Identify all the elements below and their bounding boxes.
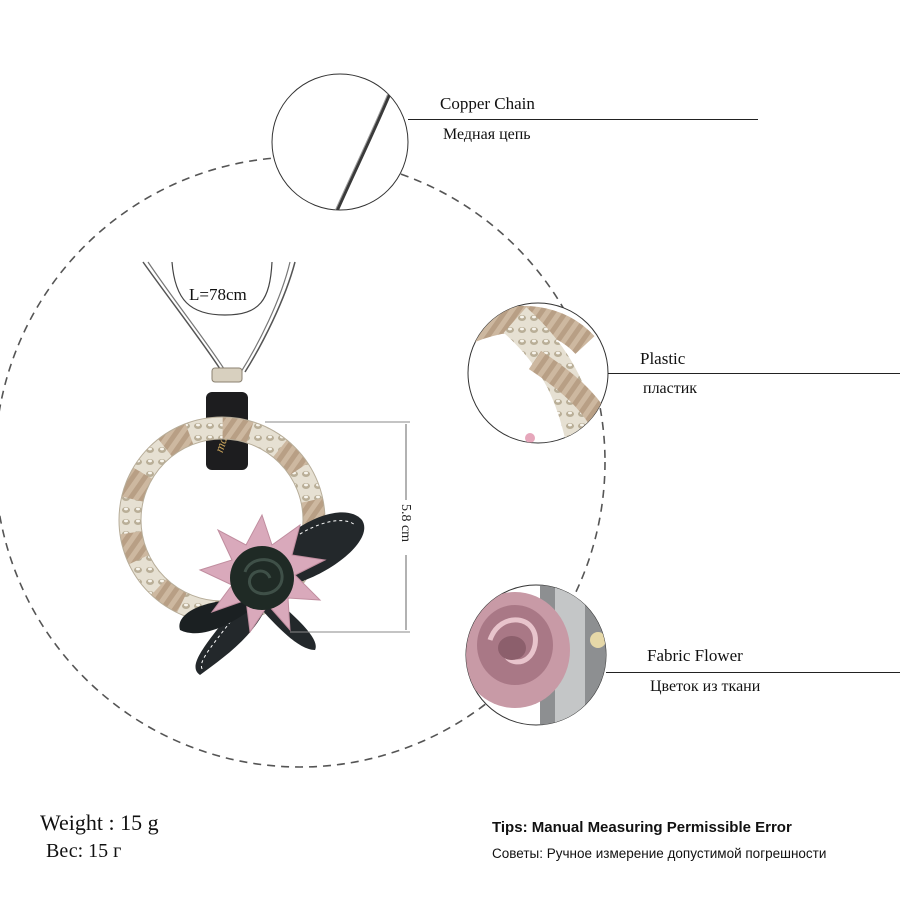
pendant-size-label: 5.8 cm — [398, 503, 414, 543]
chain-detail-circle — [271, 73, 409, 211]
necklace-chain — [142, 261, 296, 373]
lace-flower — [198, 513, 327, 634]
chain-length-label: L=78cm — [189, 285, 247, 304]
callout-plastic-label-en: Plastic — [640, 349, 686, 368]
callout-flower-rule — [606, 672, 900, 673]
callout-chain-label-en: Copper Chain — [440, 94, 535, 113]
callout-flower-label-en: Fabric Flower — [647, 646, 743, 665]
plastic-detail-circle — [467, 302, 609, 444]
weight-label-en: Weight : 15 g — [40, 810, 159, 835]
callout-chain-label-ru: Медная цепь — [443, 126, 531, 143]
callout-chain-rule — [408, 119, 758, 120]
callout-plastic-rule — [608, 373, 900, 374]
flower-detail-circle — [465, 584, 607, 726]
size-dimension — [265, 421, 410, 633]
length-bracket — [171, 261, 273, 316]
callout-plastic-label-ru: пластик — [643, 380, 698, 397]
tips-label-ru: Советы: Ручное измерение допустимой погр… — [492, 846, 827, 861]
weight-label-ru: Вес: 15 г — [46, 840, 122, 862]
callout-flower-label-ru: Цветок из ткани — [650, 678, 761, 695]
tips-label-en: Tips: Manual Measuring Permissible Error — [492, 819, 792, 836]
dashed-frame-circle — [0, 156, 606, 768]
